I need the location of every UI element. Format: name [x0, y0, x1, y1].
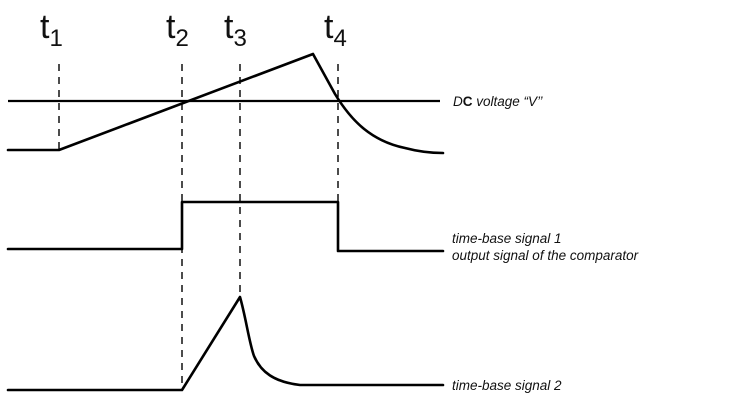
comparator-output-label: output signal of the comparator: [452, 248, 639, 263]
time-base-signal-1-label: time-base signal 1: [452, 231, 562, 246]
time-base-signal-2-waveform: [6, 295, 445, 392]
dc-voltage-label: DC voltage “V’’: [453, 94, 544, 109]
time-label-t1: t1: [40, 8, 63, 52]
time-label-t3: t3: [224, 8, 247, 52]
time-base-signal-2-label: time-base signal 2: [452, 378, 562, 393]
time-base-signal-1-waveform: [6, 200, 445, 253]
ramp-waveform: [6, 52, 445, 155]
time-label-t4: t4: [324, 8, 347, 52]
time-label-t2: t2: [166, 8, 189, 52]
